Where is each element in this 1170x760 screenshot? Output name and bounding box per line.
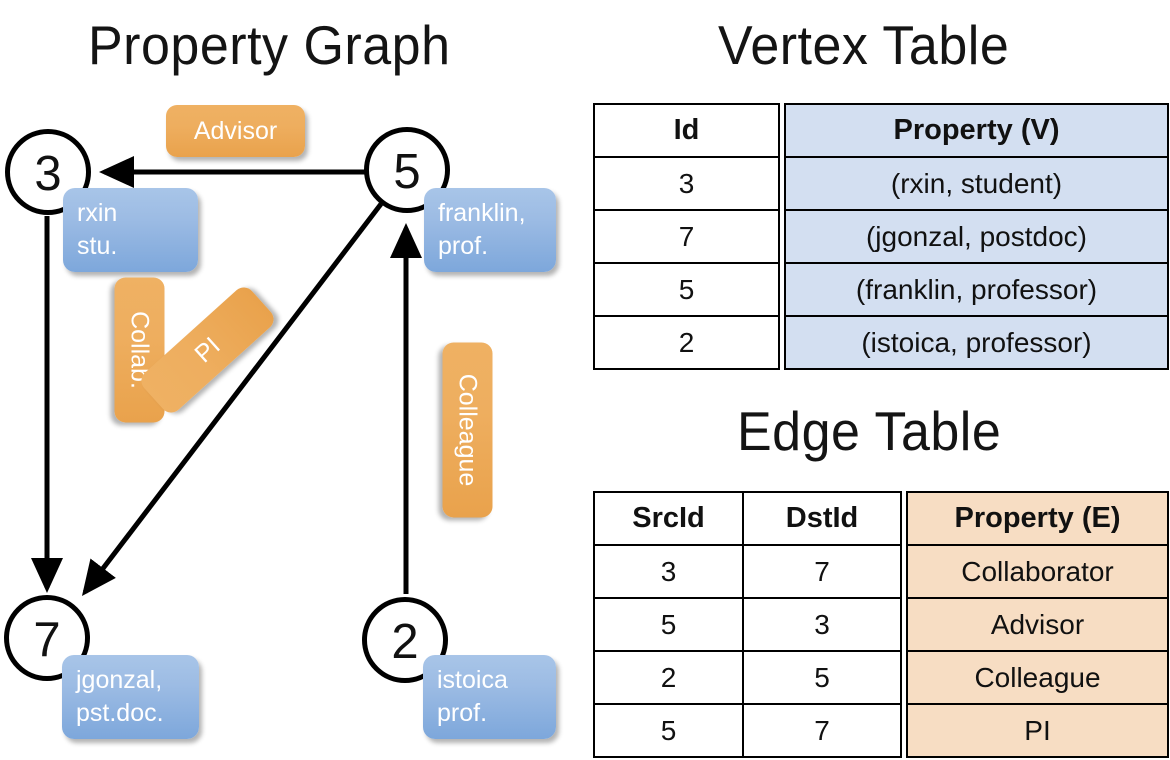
graph-node-3[interactable] (5, 129, 91, 215)
vertex-property-box-2-line2: prof. (437, 699, 488, 728)
edge-cell-property: Advisor (906, 597, 1169, 652)
edge-label-advisor[interactable]: Advisor (166, 105, 305, 157)
vertex-table: Id Property (V) 3 (rxin, student) 7 (jgo… (593, 103, 1169, 370)
vertex-cell-property: (rxin, student) (784, 156, 1169, 211)
edge-label-colleague[interactable]: Colleague (442, 342, 493, 518)
page-title-property-graph: Property Graph (88, 15, 451, 77)
vertex-property-box-2[interactable]: istoica prof. (423, 655, 556, 739)
vertex-table-gap (779, 263, 785, 316)
graph-node-7[interactable] (4, 595, 90, 681)
vertex-cell-id: 3 (593, 156, 780, 211)
vertex-table-header-property: Property (V) (784, 103, 1169, 158)
edge-table-gap (901, 492, 907, 545)
graph-node-3-label: 3 (34, 147, 62, 201)
edge-cell-property: Colleague (906, 650, 1169, 705)
vertex-table-gap (779, 104, 785, 157)
graph-node-2-label: 2 (391, 615, 419, 669)
vertex-property-box-7[interactable]: jgonzal, pst.doc. (62, 655, 199, 739)
edge-cell-src: 2 (593, 650, 744, 705)
edge-table-gap (901, 704, 907, 757)
edge-cell-property: PI (906, 703, 1169, 758)
edge-table-gap (901, 598, 907, 651)
edge-table-gap (901, 545, 907, 598)
vertex-cell-property: (franklin, professor) (784, 262, 1169, 317)
table-row: 3 7 Collaborator (593, 544, 1169, 599)
vertex-cell-id: 5 (593, 262, 780, 317)
graph-node-7-label: 7 (33, 613, 61, 667)
edge-table: SrcId DstId Property (E) 3 7 Collaborato… (593, 491, 1169, 758)
edge-table-header-property: Property (E) (906, 491, 1169, 546)
edge-cell-property: Collaborator (906, 544, 1169, 599)
table-row: 5 3 Advisor (593, 597, 1169, 652)
edge-arrow-5-to-7 (81, 202, 383, 596)
table-row: 2 (istoica, professor) (593, 315, 1169, 370)
table-row: 7 (jgonzal, postdoc) (593, 209, 1169, 264)
graph-node-2[interactable] (362, 597, 448, 683)
vertex-table-header-id: Id (593, 103, 780, 158)
vertex-property-box-5-line1: franklin, (438, 199, 526, 227)
edge-cell-dst: 5 (742, 650, 902, 705)
vertex-cell-id: 7 (593, 209, 780, 264)
graph-node-5-label: 5 (393, 145, 421, 199)
graph-edges-layer (31, 156, 422, 596)
vertex-property-box-7-line2: pst.doc. (76, 699, 164, 728)
vertex-cell-property: (istoica, professor) (784, 315, 1169, 370)
edge-cell-dst: 7 (742, 703, 902, 758)
page-title-vertex-table: Vertex Table (718, 15, 1010, 77)
vertex-table-gap (779, 316, 785, 369)
table-row: 2 5 Colleague (593, 650, 1169, 705)
edge-cell-src: 3 (593, 544, 744, 599)
vertex-cell-id: 2 (593, 315, 780, 370)
vertex-cell-property: (jgonzal, postdoc) (784, 209, 1169, 264)
vertex-property-box-5-line2: prof. (438, 232, 489, 261)
vertex-table-gap (779, 210, 785, 263)
edge-cell-src: 5 (593, 703, 744, 758)
vertex-property-box-3-line2: stu. (77, 232, 118, 261)
vertex-property-box-3[interactable]: rxin stu. (63, 188, 198, 272)
vertex-property-box-2-line1: istoica (437, 666, 508, 694)
edge-cell-dst: 7 (742, 544, 902, 599)
table-row: 5 7 PI (593, 703, 1169, 758)
vertex-table-header-row: Id Property (V) (593, 103, 1169, 158)
edge-table-header-srcid: SrcId (593, 491, 744, 546)
vertex-property-box-3-line1: rxin (77, 199, 118, 227)
page-title-edge-table: Edge Table (737, 401, 1002, 463)
table-row: 5 (franklin, professor) (593, 262, 1169, 317)
edge-table-gap (901, 651, 907, 704)
edge-table-header-dstid: DstId (742, 491, 902, 546)
edge-cell-dst: 3 (742, 597, 902, 652)
vertex-property-box-7-line1: jgonzal, (76, 666, 163, 694)
edge-table-header-row: SrcId DstId Property (E) (593, 491, 1169, 546)
vertex-table-gap (779, 157, 785, 210)
vertex-property-box-5[interactable]: franklin, prof. (424, 188, 556, 272)
table-row: 3 (rxin, student) (593, 156, 1169, 211)
graph-node-5[interactable] (364, 127, 450, 213)
edge-cell-src: 5 (593, 597, 744, 652)
